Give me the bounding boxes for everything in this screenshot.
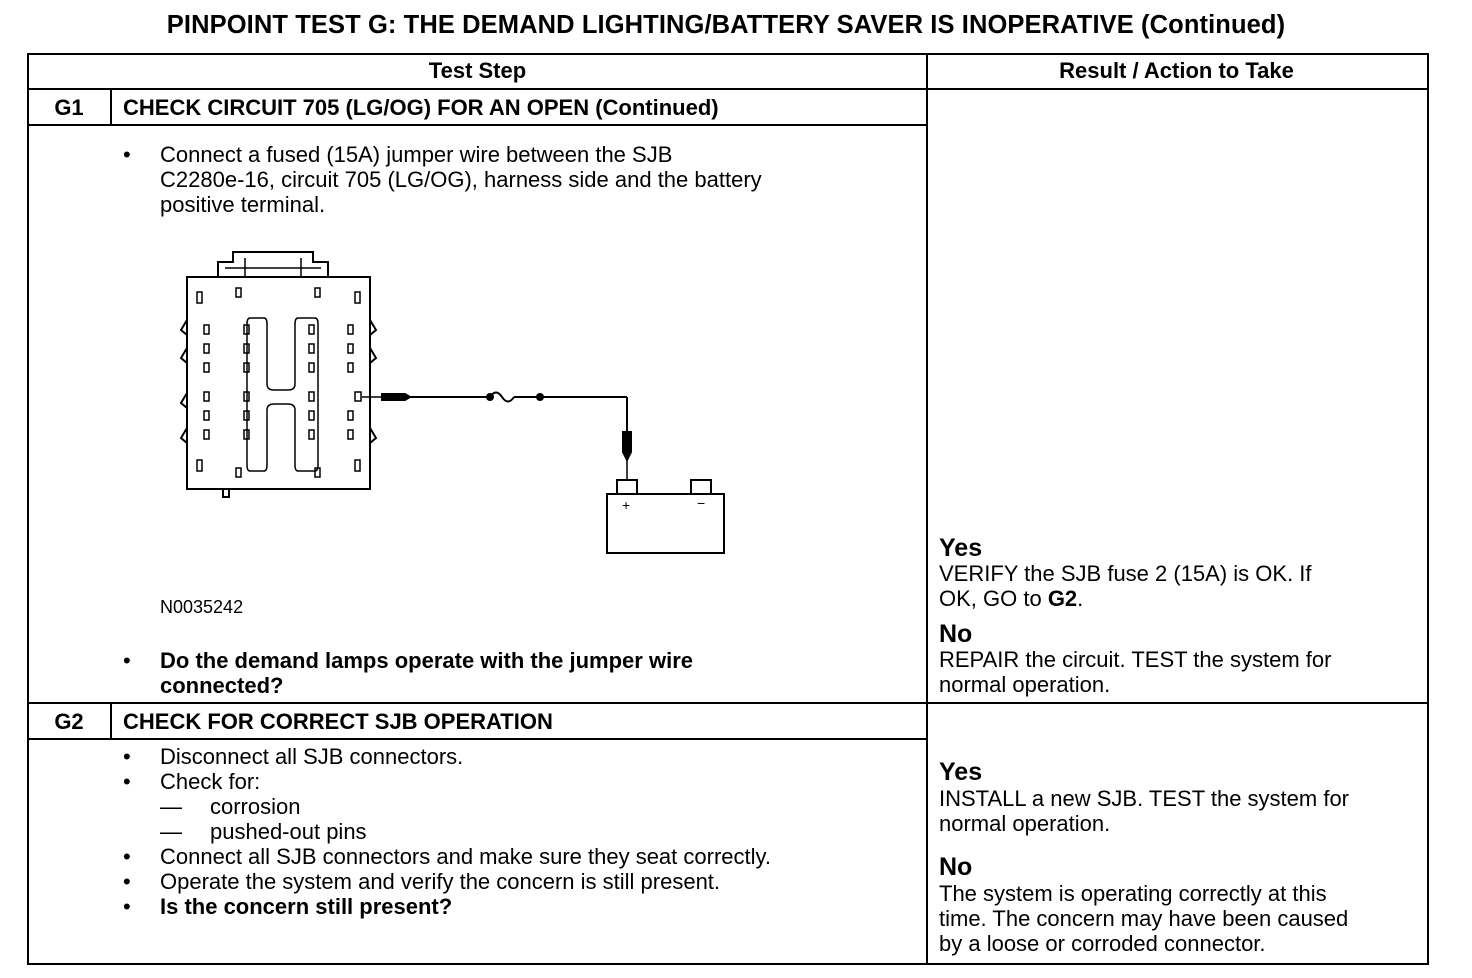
figure-id: N0035242 (160, 597, 244, 617)
g1-question-line-2: connected? (160, 673, 284, 698)
bullet-g1-2: • (123, 648, 131, 673)
g2-title-divider (27, 738, 928, 740)
g1-yes-line-1: VERIFY the SJB fuse 2 (15A) is OK. If (939, 561, 1312, 586)
g2-line-3: corrosion (210, 794, 301, 819)
header-divider (27, 88, 1427, 90)
page-title: PINPOINT TEST G: THE DEMAND LIGHTING/BAT… (166, 11, 1286, 39)
bullet-g2-2: • (123, 769, 131, 794)
test-table (27, 53, 1429, 965)
column-divider (926, 53, 928, 963)
g2-question: Is the concern still present? (160, 894, 453, 919)
g2-id-divider (110, 702, 112, 740)
g2-line-5: Connect all SJB connectors and make sure… (160, 844, 771, 869)
g1-id-divider (110, 88, 112, 126)
dash-g2-1: — (160, 794, 182, 819)
g2-line-4: pushed-out pins (210, 819, 367, 844)
bullet-g2-1: • (123, 744, 131, 769)
battery-plus-label: + (622, 497, 630, 513)
g2-line-1: Disconnect all SJB connectors. (160, 744, 464, 769)
step-id-g2: G2 (54, 709, 84, 734)
g2-line-6: Operate the system and verify the concer… (160, 869, 721, 894)
bullet-g2-4: • (123, 869, 131, 894)
step-title-g2: CHECK FOR CORRECT SJB OPERATION (123, 709, 553, 734)
g2-no-label: No (939, 853, 973, 881)
g2-no-line-2: time. The concern may have been caused (939, 906, 1349, 931)
g1-yes-label: Yes (939, 534, 983, 562)
g2-no-line-3: by a loose or corroded connector. (939, 931, 1266, 956)
step-id-g1: G1 (54, 95, 84, 120)
g2-yes-label: Yes (939, 758, 983, 786)
g1-question-line-1: Do the demand lamps operate with the jum… (160, 648, 693, 673)
g2-line-2: Check for: (160, 769, 261, 794)
g1-title-divider (27, 124, 928, 126)
g1-yes-line-2-text: OK, GO to (939, 586, 1048, 611)
g1-step-line-2: C2280e-16, circuit 705 (LG/OG), harness … (160, 167, 762, 192)
g1-step-line-3: positive terminal. (160, 192, 326, 217)
header-test-step: Test Step (428, 58, 527, 83)
dash-g2-2: — (160, 819, 182, 844)
g2-no-line-1: The system is operating correctly at thi… (939, 881, 1327, 906)
g1-no-line-2: normal operation. (939, 672, 1111, 697)
bullet-g2-5: • (123, 894, 131, 919)
bullet-g1-1: • (123, 142, 131, 167)
g1-yes-goto-link[interactable]: G2 (1047, 586, 1078, 611)
g1-yes-line-2: OK, GO to G2. (939, 586, 1083, 611)
jumper-wire-diagram: + − (179, 251, 725, 554)
g2-yes-line-2: normal operation. (939, 811, 1111, 836)
g1-yes-line-2-end: . (1077, 586, 1084, 611)
header-result: Result / Action to Take (1059, 58, 1294, 83)
g1-no-label: No (939, 620, 973, 648)
row-divider (27, 702, 1427, 704)
battery-minus-label: − (697, 495, 705, 511)
g1-no-line-1: REPAIR the circuit. TEST the system for (939, 647, 1332, 672)
step-title-g1: CHECK CIRCUIT 705 (LG/OG) FOR AN OPEN (C… (123, 95, 719, 120)
g1-step-line-1: Connect a fused (15A) jumper wire betwee… (160, 142, 673, 167)
bullet-g2-3: • (123, 844, 131, 869)
g2-yes-line-1: INSTALL a new SJB. TEST the system for (939, 786, 1350, 811)
